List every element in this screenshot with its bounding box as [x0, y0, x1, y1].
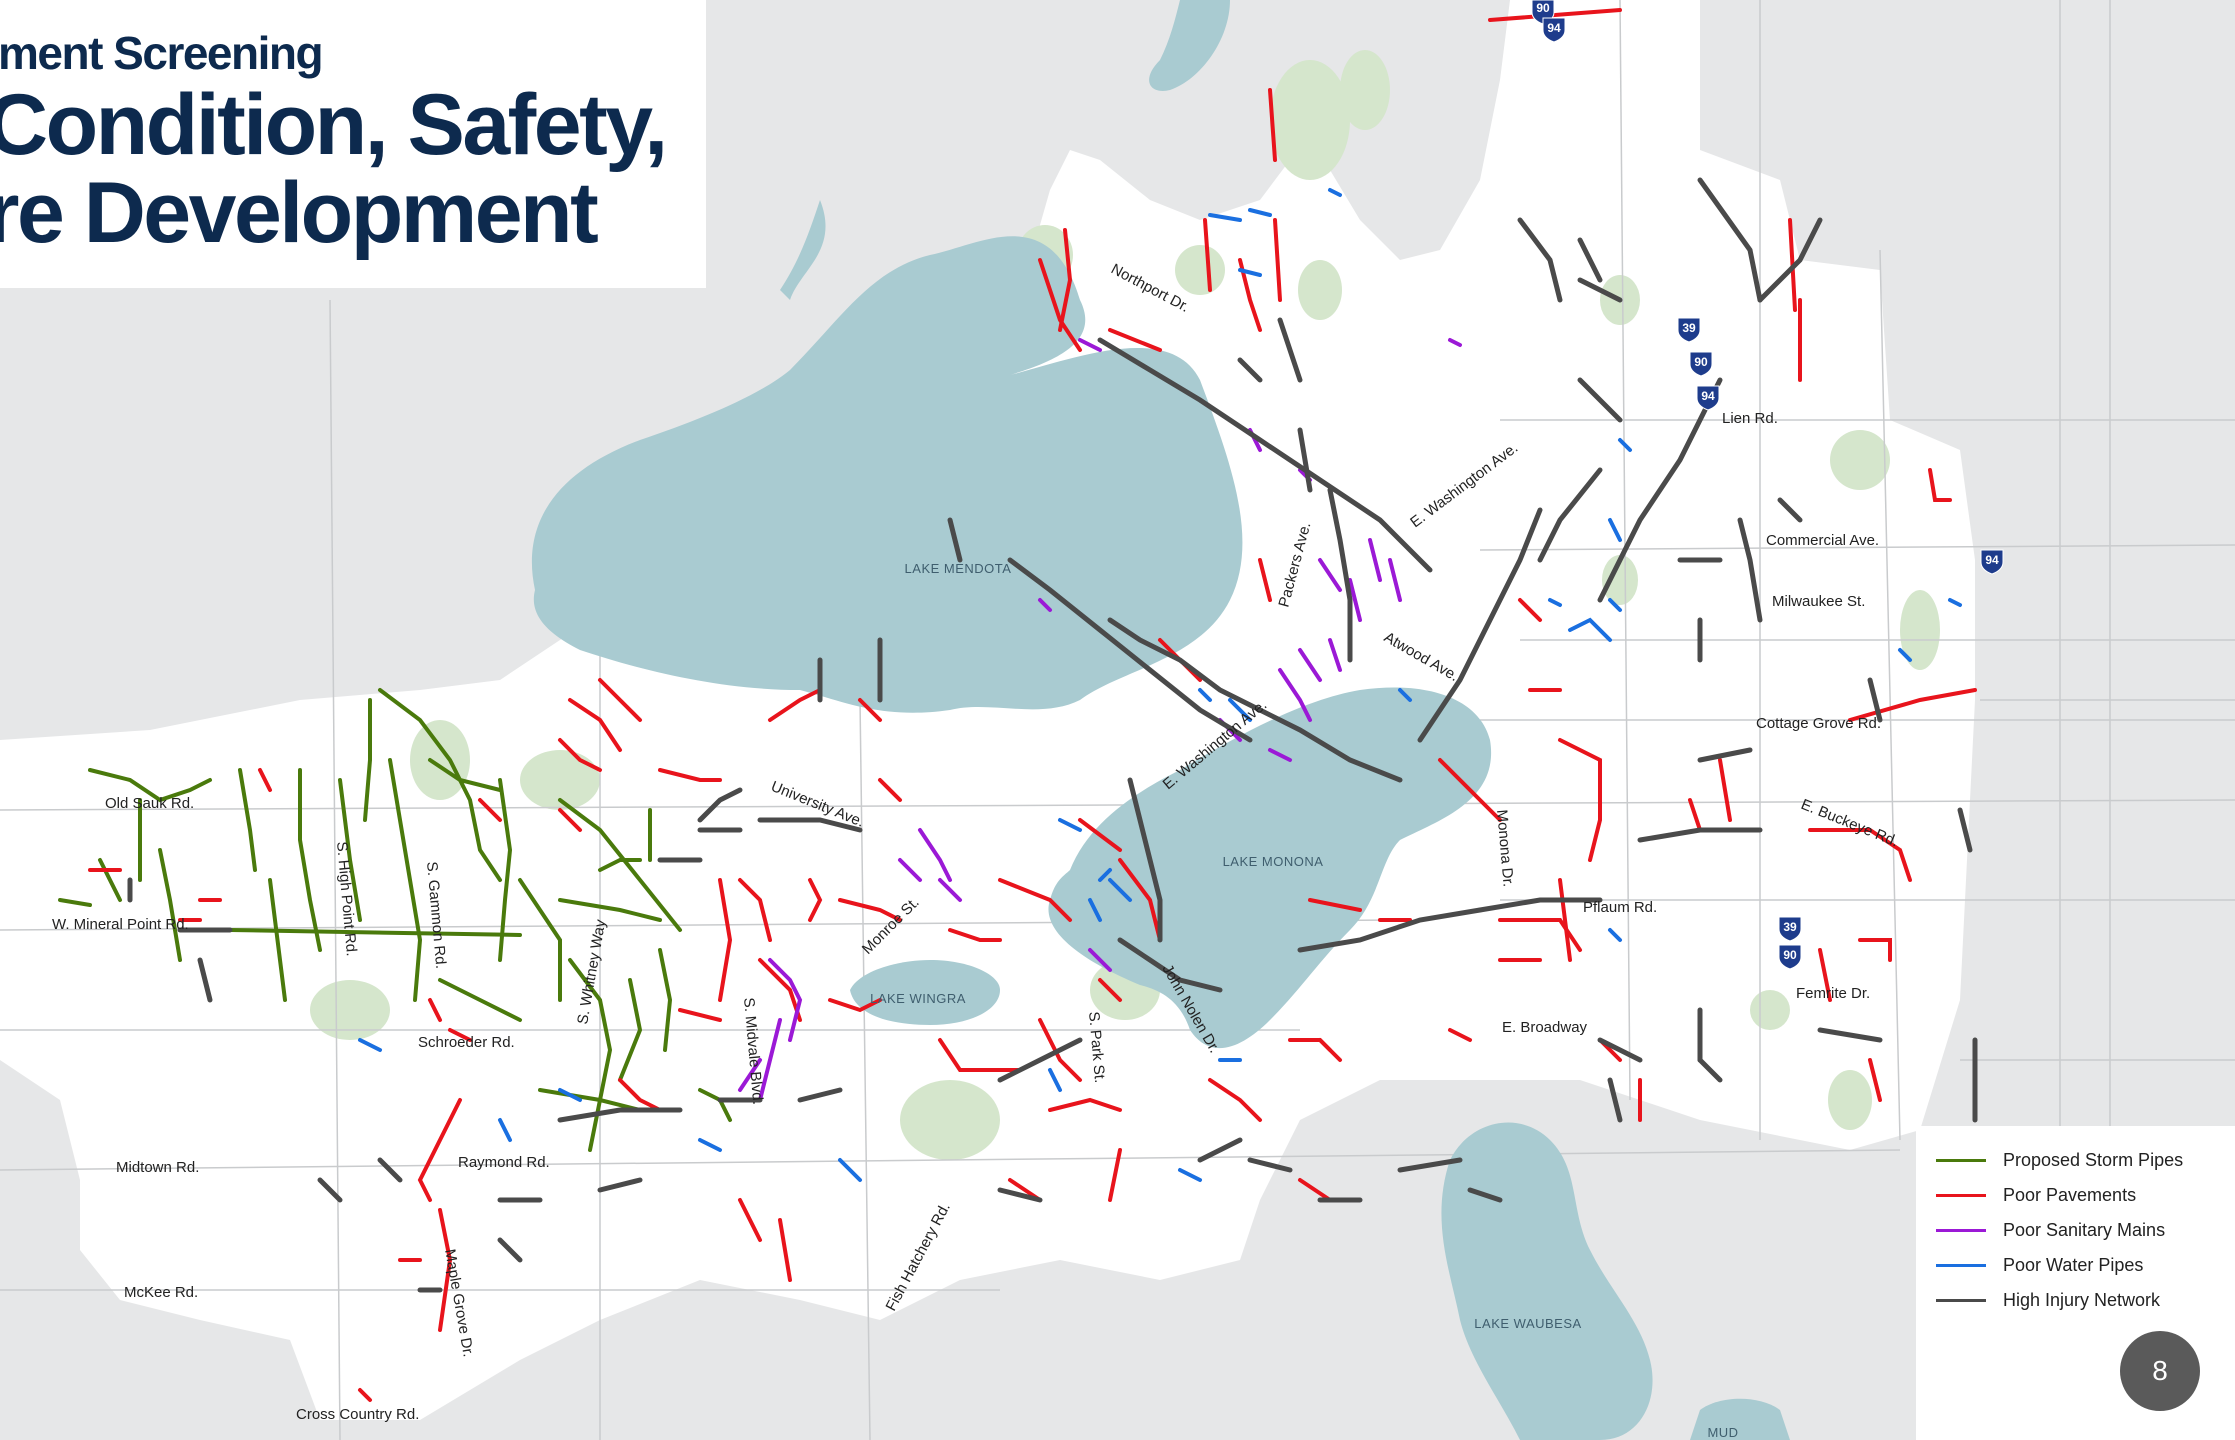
legend-swatch [1936, 1158, 1986, 1162]
lake-waubesa [1441, 1122, 1653, 1440]
legend-swatch [1936, 1228, 1986, 1232]
legend-item-poor-pavements: Poor Pavements [1936, 1180, 2136, 1210]
legend-swatch [1936, 1193, 1986, 1197]
road-label: Milwaukee St. [1772, 593, 1865, 610]
title-kicker: ment Screening [0, 27, 324, 79]
road-label: McKee Rd. [124, 1284, 198, 1301]
map-legend: Proposed Storm Pipes Poor Pavements Poor… [1916, 1126, 2235, 1440]
legend-item-sanitary-mains: Poor Sanitary Mains [1936, 1215, 2165, 1245]
legend-label: Poor Water Pipes [2003, 1254, 2144, 1275]
legend-item-water-pipes: Poor Water Pipes [1936, 1250, 2143, 1280]
road-label: Femrite Dr. [1796, 985, 1870, 1002]
road-label: Old Sauk Rd. [105, 795, 194, 812]
poor-water-pipes [358, 188, 1962, 1182]
road-label: Cottage Grove Rd. [1756, 715, 1881, 732]
road-label: W. Mineral Point Rd. [52, 916, 189, 933]
lake-label: LAKE WAUBESA [1474, 1316, 1581, 1331]
road-label: Pflaum Rd. [1583, 899, 1657, 916]
legend-label: High Injury Network [2003, 1289, 2161, 1310]
road-label: S. Park St. [1085, 1011, 1108, 1084]
legend-item-high-injury-network: High Injury Network [1936, 1285, 2160, 1315]
road-label: Lien Rd. [1722, 410, 1778, 427]
lake-label: LAKE MONONA [1223, 854, 1324, 869]
svg-text:39: 39 [1783, 920, 1797, 934]
svg-text:94: 94 [1985, 553, 1999, 567]
road-label: Schroeder Rd. [418, 1034, 515, 1051]
road-label: E. Broadway [1502, 1019, 1588, 1036]
lake-label: LAKE MENDOTA [905, 561, 1012, 576]
road-label: Commercial Ave. [1766, 532, 1879, 549]
lake-wingra [850, 960, 1000, 1025]
svg-text:94: 94 [1701, 389, 1715, 403]
legend-swatch [1936, 1298, 1986, 1302]
svg-text:90: 90 [1536, 1, 1550, 15]
svg-text:90: 90 [1694, 355, 1708, 369]
high-injury-network [127, 177, 1978, 1293]
title-box: ment Screening Condition, Safety, re Dev… [0, 0, 706, 288]
cherokee-marsh [1149, 0, 1230, 91]
city-area [0, 0, 1975, 1420]
legend-label: Poor Sanitary Mains [2003, 1219, 2166, 1240]
legend-swatch [1936, 1263, 1986, 1267]
road-label: Cross Country Rd. [296, 1406, 419, 1423]
poor-pavements [88, 8, 1977, 1402]
lake-label: MUD [1707, 1425, 1738, 1440]
lake-mendota [531, 236, 1243, 713]
lakes [531, 0, 1790, 1440]
road-label: Monona Dr. [1493, 809, 1517, 888]
title-line-1: Condition, Safety, [0, 77, 668, 173]
lake-label: LAKE WINGRA [870, 991, 966, 1006]
lake-monona [1048, 687, 1492, 1049]
interstate-shields: 90 94 39 90 94 94 39 90 [1531, 0, 2004, 970]
svg-text:90: 90 [1783, 948, 1797, 962]
mud-lake [1690, 1398, 1790, 1440]
parks [310, 50, 1940, 1160]
svg-text:39: 39 [1682, 321, 1696, 335]
legend-label: Poor Pavements [2003, 1184, 2137, 1205]
legend-label: Proposed Storm Pipes [2003, 1149, 2184, 1170]
title-line-2: re Development [0, 165, 599, 261]
legend-item-storm-pipes: Proposed Storm Pipes [1936, 1145, 2183, 1175]
road-label: Raymond Rd. [458, 1154, 550, 1171]
road-label: Midtown Rd. [116, 1159, 199, 1176]
svg-text:94: 94 [1547, 21, 1561, 35]
page-number-badge: 8 [2120, 1331, 2200, 1411]
